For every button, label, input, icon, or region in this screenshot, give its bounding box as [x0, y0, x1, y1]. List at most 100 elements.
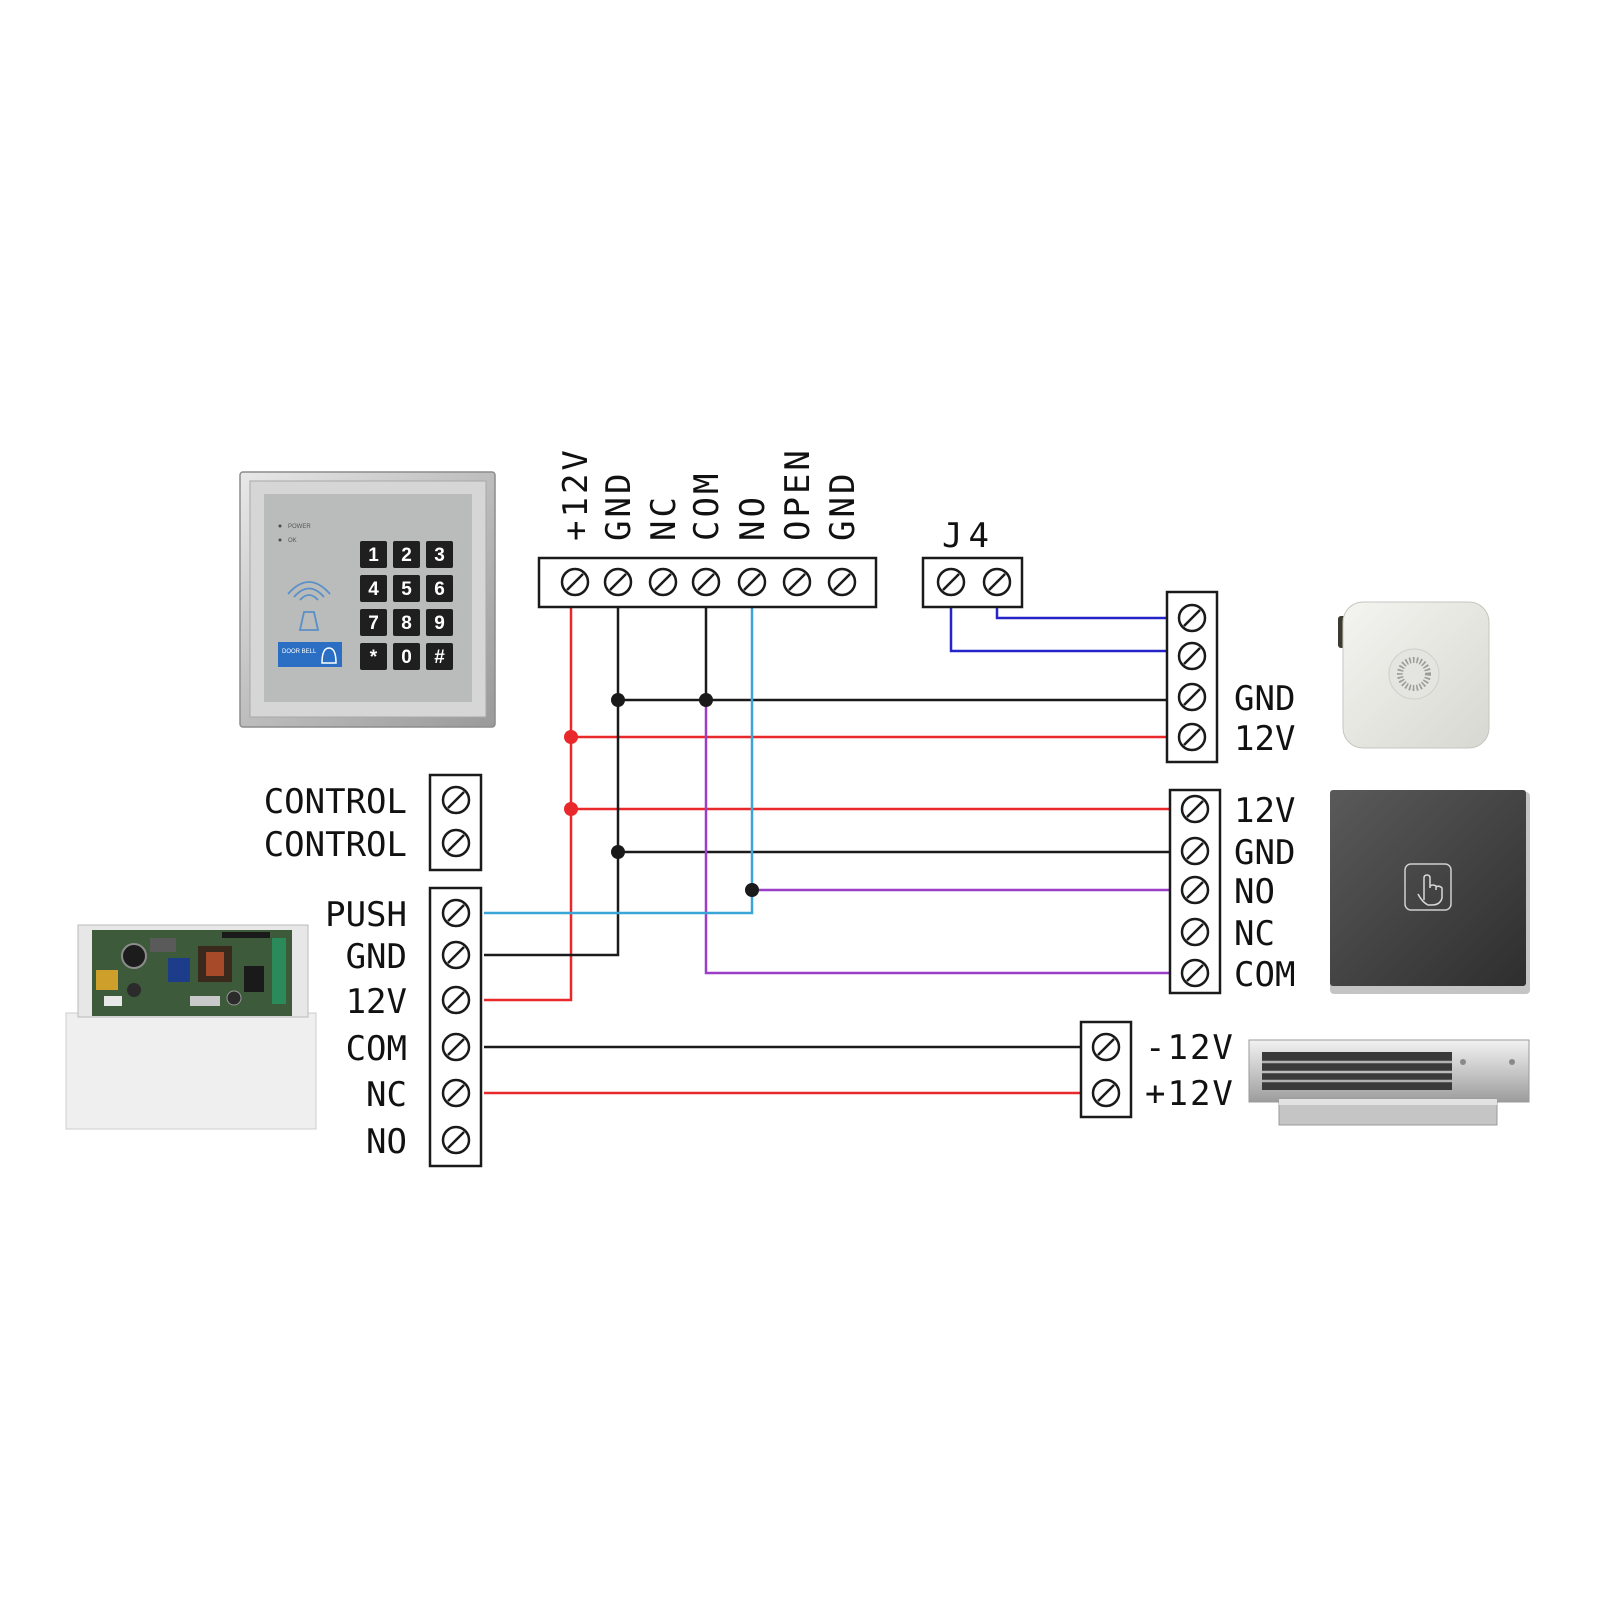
psu-terminal-label: PUSH	[325, 895, 407, 935]
doorbell-terminal-label: GND	[1234, 679, 1295, 719]
keypad-key: 3	[426, 541, 453, 568]
controller-terminal-label: NO	[733, 494, 773, 541]
terminal-screw-icon	[441, 940, 471, 970]
exit-terminal-label: COM	[1234, 955, 1295, 995]
terminal-screw-icon	[1180, 875, 1210, 905]
keypad-key-label: 0	[401, 647, 412, 668]
wire-12v-red	[484, 607, 573, 1002]
psu-terminal-label: NO	[366, 1122, 407, 1162]
maglock-picture	[1248, 1039, 1530, 1126]
terminal-screw-icon	[827, 567, 857, 597]
doorbell-terminal-label: 12V	[1234, 719, 1295, 759]
keypad-key: 7	[360, 609, 387, 636]
terminal-screw-icon	[603, 567, 633, 597]
terminal-screw-icon	[441, 985, 471, 1015]
maglock-terminal-label: -12V	[1145, 1028, 1235, 1068]
keypad-key: 8	[393, 609, 420, 636]
keypad-key-label: 9	[434, 613, 445, 634]
exit-button-picture	[1330, 790, 1530, 994]
terminal-screw-icon	[1177, 722, 1207, 752]
bell-icon	[321, 647, 337, 664]
terminal-screw-icon	[441, 1078, 471, 1108]
junction-dot	[564, 802, 578, 816]
terminal-screw-icon	[936, 567, 966, 597]
maglock-terminal-label: +12V	[1145, 1074, 1235, 1114]
terminal-screw-icon	[1180, 917, 1210, 947]
psu-terminal-label: 12V	[346, 982, 407, 1022]
junction-dot	[699, 693, 713, 707]
keypad-key: #	[426, 643, 453, 670]
terminal-screw-icon	[982, 567, 1012, 597]
terminal-screw-icon	[1177, 603, 1207, 633]
terminal-screw-icon	[1177, 641, 1207, 671]
maglock-terminal-block: -12V +12V	[1079, 1020, 1235, 1119]
terminal-screw-icon	[441, 785, 471, 815]
terminal-screw-icon	[1180, 794, 1210, 824]
terminal-screw-icon	[737, 567, 767, 597]
wire-no-cyan	[484, 607, 754, 915]
wire-j4-blue-2	[949, 607, 1170, 653]
psu-control-label: CONTROL	[264, 825, 407, 865]
psu-terminal-label: COM	[346, 1029, 407, 1069]
controller-terminal-label: +12V	[556, 447, 596, 541]
psu-control-label: CONTROL	[264, 782, 407, 822]
keypad-key: *	[360, 643, 387, 670]
keypad-key: 1	[360, 541, 387, 568]
keypad-key-label: *	[370, 647, 378, 668]
controller-terminal-label: OPEN	[778, 447, 818, 541]
speaker-grille-icon	[1388, 648, 1440, 700]
keypad-key: 4	[360, 575, 387, 602]
terminal-screw-icon	[1091, 1078, 1121, 1108]
terminal-screw-icon	[1180, 958, 1210, 988]
wire-j4-blue-1	[995, 607, 1170, 620]
terminal-screw-icon	[1091, 1032, 1121, 1062]
controller-terminal-label: NC	[644, 494, 684, 541]
junction-dot	[611, 845, 625, 859]
exit-terminal-label: NC	[1234, 914, 1275, 954]
terminal-screw-icon	[1177, 682, 1207, 712]
keypad-key: 0	[393, 643, 420, 670]
keypad-key-label: 8	[401, 613, 412, 634]
rfid-wave-icon	[287, 581, 331, 595]
keypad-key-label: 7	[368, 613, 379, 634]
controller-terminal-label: GND	[823, 471, 863, 541]
wire-com-purple	[704, 700, 1173, 975]
doorbell-key-label: DOOR BELL	[282, 649, 317, 655]
terminal-screw-icon	[782, 567, 812, 597]
keypad-key: 2	[393, 541, 420, 568]
junction-dots	[564, 693, 759, 897]
j4-connector: J4	[921, 516, 1024, 609]
power-led-label: POWER	[288, 524, 311, 530]
doorbell-picture	[1338, 601, 1490, 749]
keypad-key-label: 4	[368, 579, 379, 600]
terminal-screw-icon	[441, 1032, 471, 1062]
card-icon	[298, 611, 320, 631]
junction-dot	[745, 883, 759, 897]
power-supply-picture	[65, 924, 317, 1130]
exit-terminal-label: 12V	[1234, 791, 1295, 831]
keypad-key-label: 2	[401, 545, 412, 566]
terminal-screw-icon	[648, 567, 678, 597]
terminal-screw-icon	[560, 567, 590, 597]
keypad-key-label: 5	[401, 579, 412, 600]
terminal-screw-icon	[1180, 836, 1210, 866]
terminal-screw-icon	[691, 567, 721, 597]
terminal-screw-icon	[441, 1125, 471, 1155]
keypad-key: 5	[393, 575, 420, 602]
controller-terminal-label: GND	[599, 471, 639, 541]
terminal-screw-icon	[441, 898, 471, 928]
terminal-screw-icon	[441, 828, 471, 858]
ok-led-label: OK	[288, 538, 297, 544]
controller-terminal-label: COM	[687, 471, 727, 541]
keypad-key: 6	[426, 575, 453, 602]
keypad-key-label: #	[434, 647, 445, 668]
j4-label: J4	[942, 516, 995, 556]
